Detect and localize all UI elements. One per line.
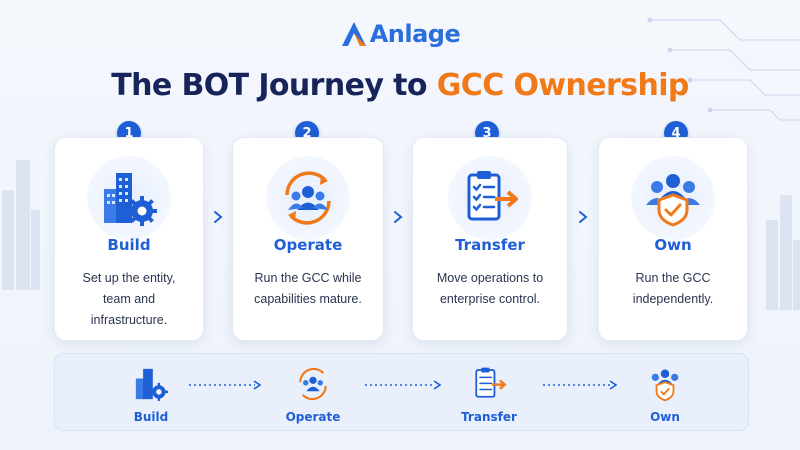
team-cycle-icon <box>299 367 327 401</box>
step-title-operate: Operate <box>273 236 343 254</box>
summary-label-operate: Operate <box>285 410 341 424</box>
city-decoration-left <box>2 160 40 290</box>
team-shield-icon <box>651 369 679 402</box>
buildings-gear-icon <box>104 173 157 226</box>
step-card-build: Build Set up the entity, team and infras… <box>54 137 204 341</box>
buildings-gear-icon <box>135 368 168 401</box>
summary-label-transfer: Transfer <box>461 410 517 424</box>
summary-item-own: Own <box>625 364 705 424</box>
circuit-decoration <box>647 17 800 121</box>
summary-item-build: Build <box>111 364 191 424</box>
step-title-build: Build <box>107 236 151 254</box>
step-title-transfer: Transfer <box>455 236 525 254</box>
brand-name: Anlage <box>369 20 461 48</box>
checklist-arrow-icon <box>467 171 518 221</box>
summary-label-build: Build <box>133 410 169 424</box>
page-title: The BOT Journey to GCC Ownership <box>0 68 800 103</box>
dotted-arrow-icon <box>365 380 442 390</box>
brand-logo: Anlage <box>0 14 800 54</box>
checklist-arrow-icon <box>475 367 507 398</box>
build-icon-wrap <box>87 156 171 240</box>
step-title-own: Own <box>654 236 692 254</box>
operate-icon-wrap <box>266 156 350 240</box>
dotted-arrow-icon <box>189 380 262 390</box>
summary-label-own: Own <box>650 410 680 424</box>
step-desc-build: Set up the entity, team and infrastructu… <box>82 271 176 327</box>
title-part-1: The BOT Journey to <box>111 68 427 103</box>
step-desc-transfer: Move operations to enterprise control. <box>436 271 544 306</box>
title-part-2: GCC Ownership <box>436 68 690 103</box>
chevron-right-icon <box>214 211 223 223</box>
step-desc-own: Run the GCC independently. <box>632 271 714 306</box>
step-card-transfer: Transfer Move operations to enterprise c… <box>412 137 568 341</box>
transfer-icon-wrap <box>448 156 532 240</box>
chevron-right-icon <box>394 211 403 223</box>
team-shield-icon <box>646 174 700 227</box>
journey-summary-bar: Build Operate Transfer <box>54 353 749 431</box>
summary-item-operate: Operate <box>273 364 353 424</box>
summary-item-transfer: Transfer <box>449 364 529 424</box>
step-card-own: Own Run the GCC independently. <box>598 137 748 341</box>
dotted-arrow-icon <box>543 380 618 390</box>
chevron-right-icon <box>579 211 588 223</box>
own-icon-wrap <box>631 156 715 240</box>
step-desc-operate: Run the GCC while capabilities mature. <box>254 271 362 306</box>
city-decoration-right <box>766 195 800 310</box>
step-card-operate: Operate Run the GCC while capabilities m… <box>232 137 384 341</box>
team-cycle-icon <box>285 171 331 225</box>
logo-a-mark-icon <box>341 22 366 46</box>
